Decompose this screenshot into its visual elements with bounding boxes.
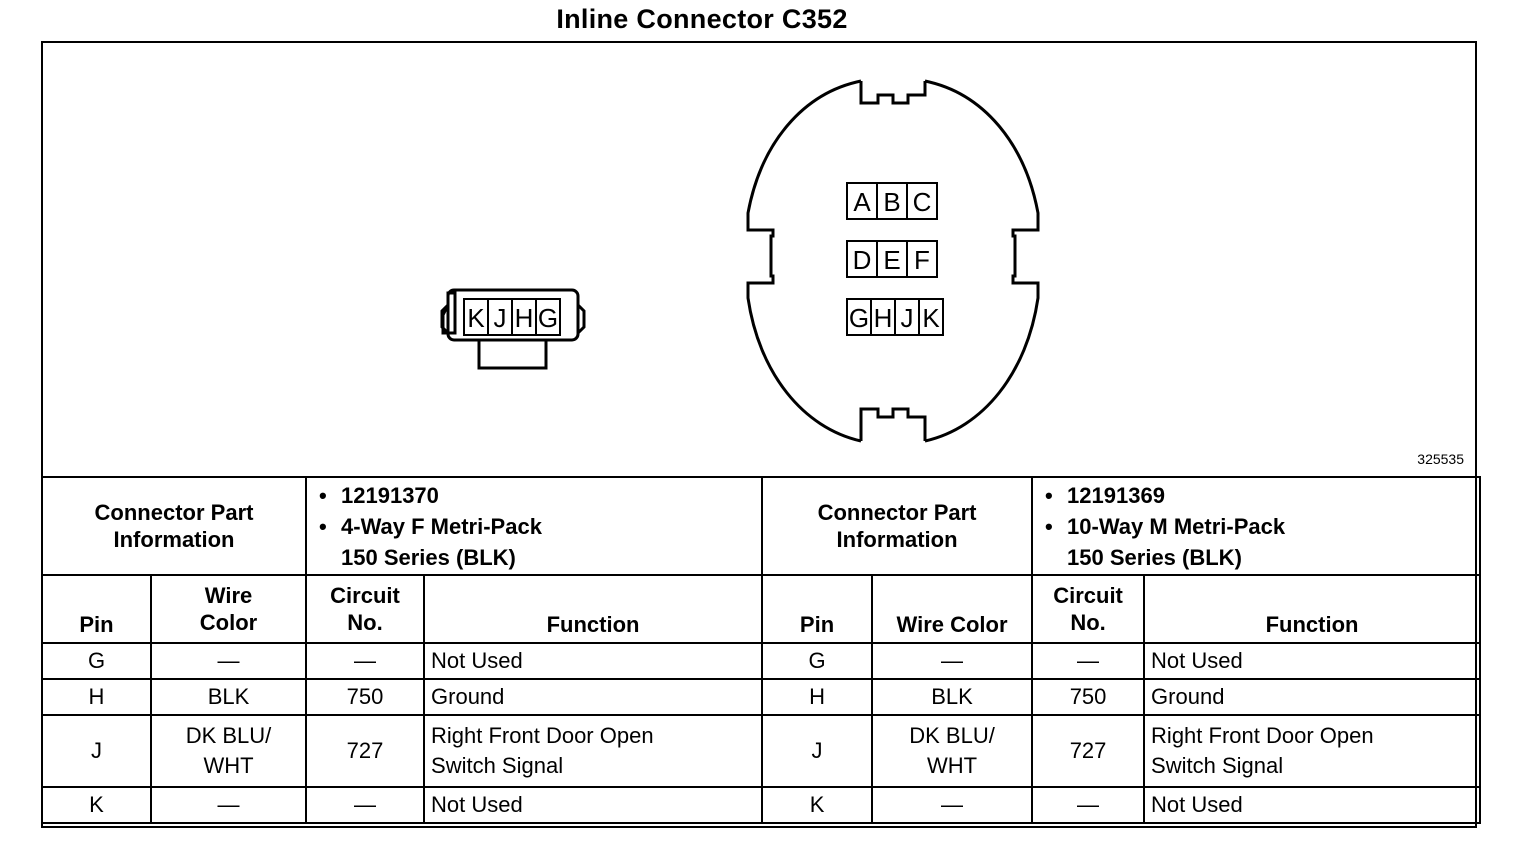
- large-connector-pin-labels: A B C D E F G H J K: [849, 187, 940, 333]
- diagram-title: Inline Connector C352: [556, 4, 848, 34]
- function-cell: Ground: [1143, 678, 1482, 716]
- circuit-cell: —: [1031, 642, 1146, 680]
- pin-label: F: [914, 245, 930, 275]
- pin-label: B: [883, 187, 900, 217]
- table-row: G — — Not Used G — — Not Used: [41, 642, 1482, 680]
- pin-cell: G: [41, 642, 152, 680]
- header-function: Function: [1143, 574, 1482, 644]
- pin-cell: J: [41, 714, 152, 788]
- table-row: H BLK 750 Ground H BLK 750 Ground: [41, 678, 1482, 716]
- circuit-cell: 750: [305, 678, 426, 716]
- circuit-cell: —: [305, 786, 426, 824]
- pin-label: E: [883, 245, 900, 275]
- pin-label: H: [874, 303, 893, 333]
- function-cell: Not Used: [1143, 786, 1482, 824]
- wire-color-cell: —: [871, 786, 1034, 824]
- part-info-right: 12191369 10-Way M Metri-Pack 150 Series …: [1031, 476, 1482, 576]
- pin-label: G: [849, 303, 869, 333]
- wire-color-cell: BLK: [871, 678, 1034, 716]
- part-info-left: 12191370 4-Way F Metri-Pack 150 Series (…: [305, 476, 764, 576]
- pin-label: J: [901, 303, 914, 333]
- pin-label: K: [922, 303, 940, 333]
- header-pin: Pin: [761, 574, 874, 644]
- pin-cell: H: [761, 678, 874, 716]
- wire-color-cell: —: [871, 642, 1034, 680]
- function-cell: Not Used: [1143, 642, 1482, 680]
- part-series-left: 150 Series (BLK): [341, 544, 516, 570]
- circuit-cell: —: [1031, 786, 1146, 824]
- part-desc-left: 4-Way F Metri-Pack: [313, 511, 755, 542]
- header-function: Function: [423, 574, 764, 644]
- pin-label: C: [913, 187, 932, 217]
- circuit-cell: —: [305, 642, 426, 680]
- small-connector: [440, 288, 586, 370]
- pin-cell: K: [41, 786, 152, 824]
- part-number-left: 12191370: [313, 480, 755, 511]
- part-number-right: 12191369: [1039, 480, 1473, 511]
- pin-cell: G: [761, 642, 874, 680]
- pin-label: A: [853, 187, 871, 217]
- pin-cell: K: [761, 786, 874, 824]
- function-cell: Not Used: [423, 642, 764, 680]
- part-series-right: 150 Series (BLK): [1067, 544, 1242, 570]
- pin-label: K: [467, 303, 485, 333]
- wire-color-cell: —: [149, 642, 308, 680]
- header-pin: Pin: [41, 574, 152, 644]
- connector-spec-table: Connector Part Information 12191370 4-Wa…: [40, 476, 1482, 824]
- header-wire-color: Wire Color: [871, 574, 1034, 644]
- function-cell: Not Used: [423, 786, 764, 824]
- small-connector-pin-labels: K J H G: [467, 303, 558, 333]
- figure-number: 325535: [1417, 451, 1464, 467]
- wire-color-cell: BLK: [149, 678, 308, 716]
- part-info-row: Connector Part Information 12191370 4-Wa…: [40, 476, 1482, 576]
- part-info-label-left: Connector Part Information: [40, 476, 308, 576]
- wire-color-cell: DK BLU/WHT: [149, 714, 308, 788]
- wire-color-cell: —: [149, 786, 308, 824]
- wire-color-cell: DK BLU/WHT: [871, 714, 1034, 788]
- connector-drawing: K J H G A B C D E F G H J K: [440, 79, 1040, 443]
- circuit-cell: 727: [305, 714, 426, 788]
- diagram-frame: [41, 41, 1477, 828]
- pin-label: J: [494, 303, 507, 333]
- part-info-label-right: Connector Part Information: [761, 476, 1034, 576]
- table-row: K — — Not Used K — — Not Used: [41, 786, 1482, 824]
- part-desc-right: 10-Way M Metri-Pack: [1039, 511, 1473, 542]
- pin-cell: J: [761, 714, 874, 788]
- pin-label: G: [538, 303, 558, 333]
- circuit-cell: 750: [1031, 678, 1146, 716]
- pin-cell: H: [41, 678, 152, 716]
- function-cell: Ground: [423, 678, 764, 716]
- pin-label: D: [853, 245, 872, 275]
- circuit-cell: 727: [1031, 714, 1146, 788]
- large-connector: [746, 79, 1040, 443]
- pin-label: H: [515, 303, 534, 333]
